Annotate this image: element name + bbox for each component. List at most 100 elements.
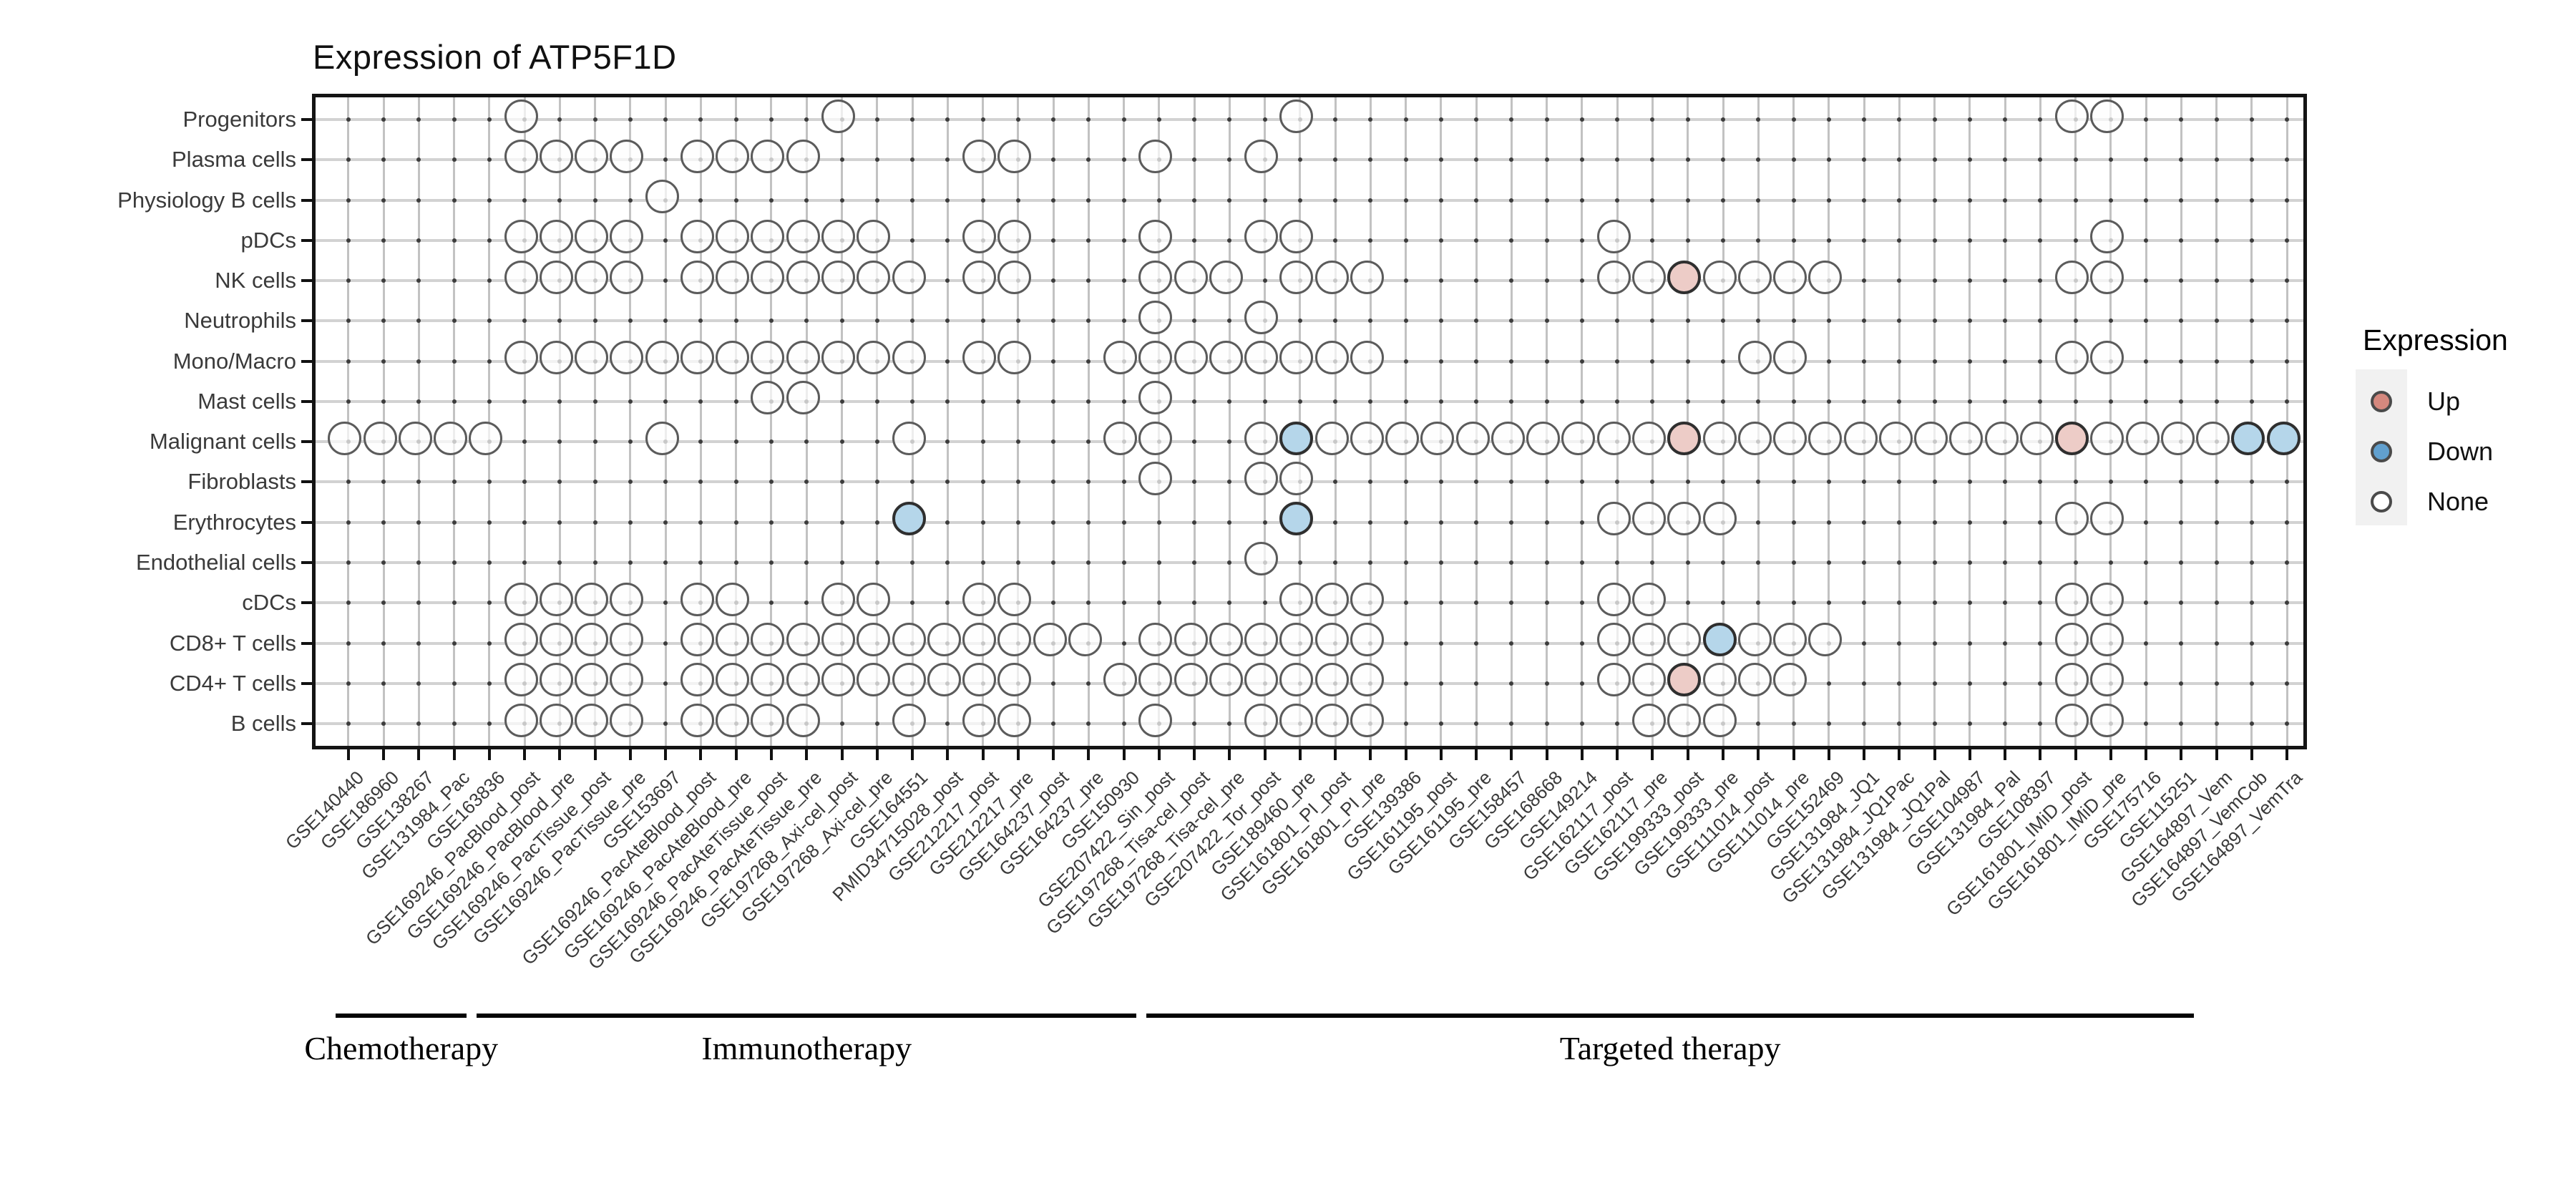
grid-intersection-dot xyxy=(1509,480,1514,485)
grid-intersection-dot xyxy=(487,117,492,122)
grid-intersection-dot xyxy=(1227,601,1232,606)
grid-intersection-dot xyxy=(346,601,351,606)
grid-intersection-dot xyxy=(346,681,351,686)
grid-intersection-dot xyxy=(2038,560,2043,565)
expression-dot-none xyxy=(539,139,573,173)
grid-intersection-dot xyxy=(1826,359,1831,364)
grid-intersection-dot xyxy=(1721,117,1725,122)
x-axis-tick xyxy=(523,749,527,760)
grid-intersection-dot xyxy=(2003,520,2008,525)
grid-intersection-dot xyxy=(452,520,457,525)
grid-intersection-dot xyxy=(945,198,950,203)
grid-intersection-dot xyxy=(2179,681,2184,686)
expression-dot-down xyxy=(1279,502,1314,536)
grid-intersection-dot xyxy=(1121,721,1126,726)
y-axis-label: Mono/Macro xyxy=(172,348,296,374)
x-axis-tick xyxy=(1933,749,1936,760)
expression-dot-none xyxy=(575,260,609,294)
x-axis-tick xyxy=(1334,749,1337,760)
expression-dot-none xyxy=(1350,421,1384,455)
expression-dot-none xyxy=(962,260,997,294)
grid-intersection-dot xyxy=(839,480,844,485)
grid-intersection-dot xyxy=(1967,681,1972,686)
grid-intersection-dot xyxy=(733,198,738,203)
grid-intersection-dot xyxy=(1721,601,1725,606)
expression-dot-none xyxy=(2090,703,2124,737)
grid-intersection-dot xyxy=(1438,399,1443,404)
grid-intersection-dot xyxy=(1086,520,1091,525)
grid-intersection-dot xyxy=(1474,319,1479,324)
grid-intersection-dot xyxy=(2214,157,2219,162)
grid-intersection-dot xyxy=(1438,520,1443,525)
expression-dot-none xyxy=(504,139,538,173)
expression-dot-none xyxy=(1174,663,1208,697)
grid-intersection-dot xyxy=(769,520,774,525)
expression-dot-none xyxy=(1808,260,1843,294)
x-axis-tick xyxy=(1968,749,1971,760)
grid-intersection-dot xyxy=(557,560,562,565)
grid-intersection-dot xyxy=(1262,198,1267,203)
grid-intersection-dot xyxy=(592,198,597,203)
grid-intersection-dot xyxy=(2285,117,2290,122)
grid-intersection-dot xyxy=(2038,681,2043,686)
grid-intersection-dot xyxy=(1862,520,1867,525)
grid-intersection-dot xyxy=(1721,480,1725,485)
expression-dot-none xyxy=(927,663,961,697)
grid-intersection-dot xyxy=(1756,520,1761,525)
grid-intersection-dot xyxy=(1791,480,1796,485)
grid-intersection-dot xyxy=(1650,480,1655,485)
grid-intersection-dot xyxy=(2003,238,2008,243)
expression-dot-none xyxy=(680,663,714,697)
grid-intersection-dot xyxy=(663,721,668,726)
grid-intersection-dot xyxy=(663,681,668,686)
grid-intersection-dot xyxy=(910,399,915,404)
y-axis-label: Erythrocytes xyxy=(172,509,296,535)
grid-intersection-dot xyxy=(452,198,457,203)
expression-dot-up xyxy=(1667,260,1702,294)
grid-column-line xyxy=(1017,97,1020,746)
grid-intersection-dot xyxy=(663,157,668,162)
grid-intersection-dot xyxy=(381,601,386,606)
grid-intersection-dot xyxy=(1192,721,1197,726)
grid-intersection-dot xyxy=(1438,560,1443,565)
expression-dot-none xyxy=(857,582,891,616)
expression-dot-none xyxy=(1244,220,1279,254)
grid-intersection-dot xyxy=(874,520,879,525)
grid-intersection-dot xyxy=(1756,157,1761,162)
grid-intersection-dot xyxy=(839,560,844,565)
grid-intersection-dot xyxy=(416,520,421,525)
grid-intersection-dot xyxy=(910,198,915,203)
grid-intersection-dot xyxy=(1685,117,1690,122)
expression-dot-none xyxy=(1138,220,1173,254)
y-axis-label: CD8+ T cells xyxy=(169,630,296,656)
grid-intersection-dot xyxy=(1051,117,1056,122)
expression-dot-none xyxy=(1526,421,1561,455)
grid-intersection-dot xyxy=(1474,560,1479,565)
grid-intersection-dot xyxy=(1051,278,1056,283)
grid-intersection-dot xyxy=(416,319,421,324)
expression-dot-none xyxy=(892,623,926,656)
grid-intersection-dot xyxy=(1897,641,1902,646)
grid-intersection-dot xyxy=(1333,238,1338,243)
grid-intersection-dot xyxy=(1826,721,1831,726)
expression-dot-none xyxy=(539,220,573,254)
grid-intersection-dot xyxy=(769,560,774,565)
grid-intersection-dot xyxy=(2249,117,2254,122)
expression-dot-none xyxy=(504,99,538,133)
expression-dot-none xyxy=(2090,341,2124,375)
grid-intersection-dot xyxy=(487,278,492,283)
grid-intersection-dot xyxy=(2108,157,2113,162)
grid-intersection-dot xyxy=(2038,601,2043,606)
grid-intersection-dot xyxy=(1967,480,1972,485)
grid-intersection-dot xyxy=(1474,520,1479,525)
expression-dot-none xyxy=(716,139,750,173)
grid-intersection-dot xyxy=(1156,198,1161,203)
grid-intersection-dot xyxy=(1791,319,1796,324)
grid-intersection-dot xyxy=(628,480,633,485)
grid-intersection-dot xyxy=(346,238,351,243)
expression-dot-none xyxy=(1314,582,1349,616)
expression-dot-none xyxy=(1561,421,1596,455)
grid-intersection-dot xyxy=(1897,560,1902,565)
grid-intersection-dot xyxy=(381,359,386,364)
